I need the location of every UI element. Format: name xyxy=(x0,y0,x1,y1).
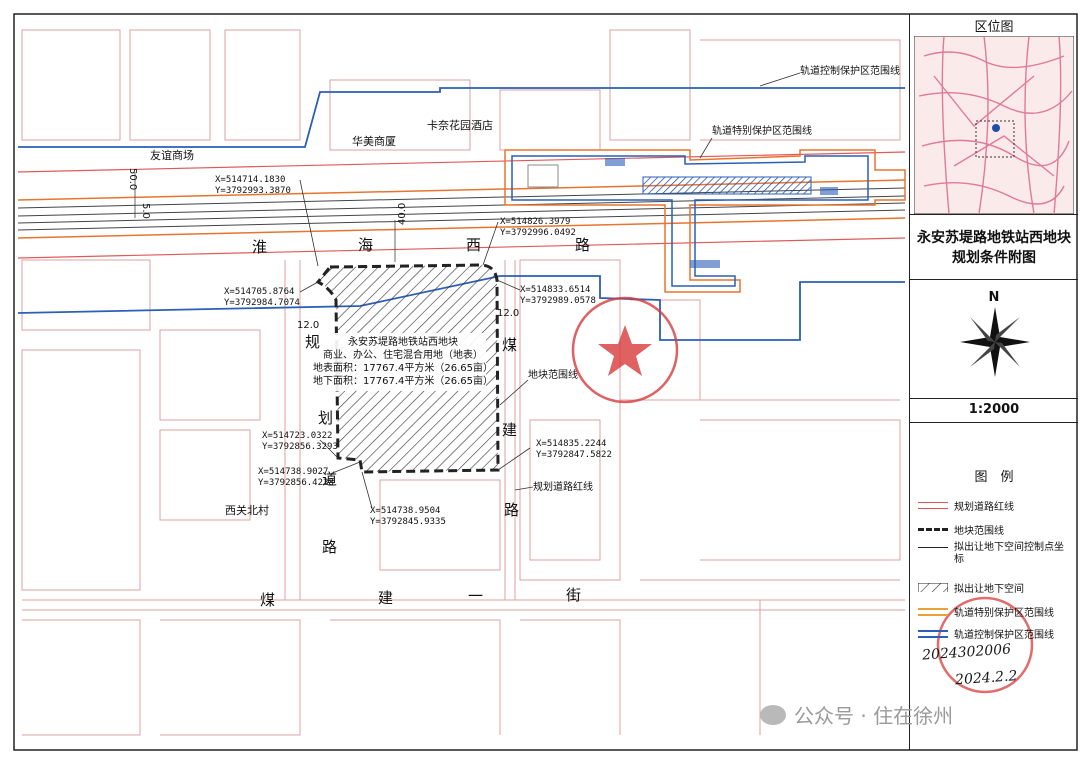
road-label-meijian: 建 xyxy=(502,421,517,439)
legend-swatch xyxy=(918,629,948,638)
road-label-meijian-street: 煤 xyxy=(260,591,275,609)
handwritten-number: 2024302006 xyxy=(921,641,1012,663)
drawing-title: 永安苏堤路地铁站西地块 规划条件附图 xyxy=(910,228,1078,268)
road-label-huaihai: 淮 xyxy=(252,238,267,256)
coord-y: Y=3792996.0492 xyxy=(500,228,576,238)
legend-label: 规划道路红线 xyxy=(954,502,1014,513)
dimension-label: 40.0 xyxy=(397,203,408,225)
legend-label: 地块范围线 xyxy=(954,526,1004,537)
drawing-title-line2: 规划条件附图 xyxy=(952,250,1036,266)
building-label: 卡奈花园酒店 xyxy=(427,118,493,132)
road-label-meijian-street: 街 xyxy=(566,586,581,604)
road-label-huaihai: 路 xyxy=(575,236,590,254)
road-label-meijian-street: 建 xyxy=(378,589,393,607)
location-map xyxy=(914,36,1074,214)
road-label-guihua: 规 xyxy=(305,333,320,351)
scale-label: 1:2000 xyxy=(968,402,1020,417)
dimension-label: 12.0 xyxy=(297,320,319,331)
legend-item-road-red-line: 规划道路红线 xyxy=(918,498,1014,513)
wechat-icon xyxy=(760,704,786,725)
dimension-label: 5.0 xyxy=(140,203,151,219)
coord-x: X=514714.1830 xyxy=(215,175,285,185)
coord-x: X=514705.8764 xyxy=(224,287,294,297)
coord-y: Y=3792989.0578 xyxy=(520,296,596,306)
info-panel: 区位图 永安苏堤路地铁站西地块 规划条件附图 N 1 xyxy=(909,14,1078,750)
watermark-text: 公众号 · 住在徐州 xyxy=(794,704,954,728)
callouts: 轨道控制保护区范围线 轨道特别保护区范围线 地块范围线 规划道路红线 xyxy=(499,64,900,493)
coord-y: Y=3792845.9335 xyxy=(370,517,446,527)
legend-label: 轨道特别保护区范围线 xyxy=(954,608,1054,619)
road-label-meijian: 路 xyxy=(504,501,519,519)
road-label-guihua: 路 xyxy=(322,538,337,556)
legend-label: 轨道控制保护区范围线 xyxy=(954,630,1054,641)
legend-label: 拟出让地下空间 xyxy=(954,584,1024,595)
road-label-meijian: 煤 xyxy=(502,336,517,354)
road-label-meijian-street: 一 xyxy=(468,587,483,605)
coord-x: X=514738.9027 xyxy=(258,467,328,477)
callout-control-zone: 轨道控制保护区范围线 xyxy=(800,64,900,77)
road-label-guihua: 划 xyxy=(318,409,333,427)
parcel-label-bg xyxy=(320,333,486,391)
coord-x: X=514738.9504 xyxy=(370,506,440,516)
control-zone-line xyxy=(18,87,905,148)
legend-swatch xyxy=(918,528,948,531)
coord-y: Y=3792993.3870 xyxy=(215,186,291,196)
legend-swatch xyxy=(918,583,948,592)
parcel-surface-area: 地表面积：17767.4平方米（26.65亩） xyxy=(313,361,493,374)
coord-x: X=514833.6514 xyxy=(520,285,590,295)
official-seal xyxy=(571,296,679,404)
parcel-name: 永安苏堤路地铁站西地块 xyxy=(348,335,458,348)
legend-item-control-zone: 轨道控制保护区范围线 xyxy=(918,626,1054,641)
legend-swatch xyxy=(918,547,948,557)
legend-title: 图 例 xyxy=(974,470,1014,485)
legend-item-underground: 拟出让地下空间 xyxy=(918,580,1024,595)
north-arrow-icon xyxy=(960,307,1030,377)
legend-item-parcel-boundary: 地块范围线 xyxy=(918,522,1004,537)
coord-x: X=514835.2244 xyxy=(536,439,606,449)
location-map-title: 区位图 xyxy=(974,20,1014,35)
coord-y: Y=3792847.5822 xyxy=(536,450,612,460)
north-label: N xyxy=(988,290,1000,305)
dimension-label: 50.0 xyxy=(127,168,138,190)
coord-y: Y=3792856.4238 xyxy=(258,478,334,488)
road-label-guihua: 道 xyxy=(322,470,337,488)
map-frame xyxy=(13,13,1078,751)
drawing-title-line1: 永安苏堤路地铁站西地块 xyxy=(917,230,1071,246)
legend-item-special-zone: 轨道特别保护区范围线 xyxy=(918,604,1054,619)
callout-road-red-line: 规划道路红线 xyxy=(533,480,593,493)
handwritten-date: 2024.2.2 xyxy=(954,668,1018,688)
parcel-use: 商业、办公、住宅混合用地（地表） xyxy=(323,348,483,361)
station-structure xyxy=(504,149,906,293)
building-label: 友谊商场 xyxy=(150,148,194,162)
approval-seal xyxy=(936,596,1034,694)
legend-swatch xyxy=(918,502,948,509)
building-label: 西关北村 xyxy=(225,503,269,517)
road-label-huaihai: 西 xyxy=(466,236,481,254)
base-map xyxy=(21,29,905,736)
control-points: X=514714.1830 Y=3792993.3870 X=514826.39… xyxy=(215,175,612,527)
coord-x: X=514723.0322 xyxy=(262,431,332,441)
legend-label: 拟出让地下空间控制点坐标 xyxy=(954,542,1064,565)
callout-parcel-boundary: 地块范围线 xyxy=(528,368,578,381)
coord-y: Y=3792856.3293 xyxy=(262,442,338,452)
watermark: 公众号 · 住在徐州 xyxy=(760,700,953,729)
legend-swatch xyxy=(918,607,948,616)
legend-item-control-point: 拟出让地下空间控制点坐标 xyxy=(918,542,1078,566)
road-label-huaihai: 海 xyxy=(358,236,373,254)
coord-y: Y=3792984.7074 xyxy=(224,298,300,308)
dimension-marks: 50.0 5.0 40.0 12.0 12.0 xyxy=(127,168,519,331)
building-label: 华美商厦 xyxy=(352,134,396,148)
parcel-underground-area: 地下面积：17767.4平方米（26.65亩） xyxy=(313,374,493,387)
dimension-label: 12.0 xyxy=(497,308,519,319)
coord-x: X=514826.3979 xyxy=(500,217,570,227)
callout-special-zone: 轨道特别保护区范围线 xyxy=(712,124,812,137)
